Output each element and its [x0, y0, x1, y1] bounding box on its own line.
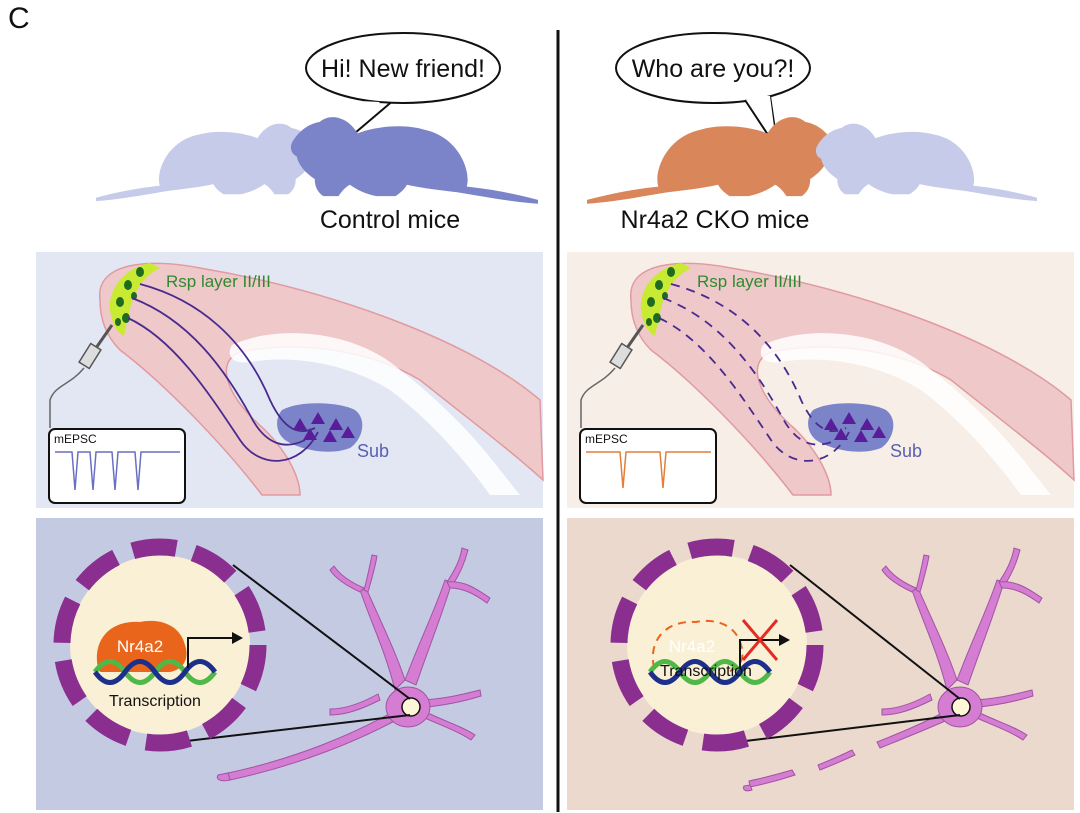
control-speech-bubble: Hi! New friend! — [305, 32, 501, 151]
control-trace-label: mEPSC — [54, 432, 97, 446]
cko-sub-label: Sub — [890, 441, 922, 461]
cko-mouse — [587, 117, 835, 204]
cko-sub-neurons — [824, 412, 886, 442]
control-ventricle — [229, 333, 520, 495]
control-ghost-mouse — [96, 123, 318, 202]
control-mice-label: Control mice — [320, 206, 460, 234]
cko-transcription-label: Transcription — [660, 663, 752, 680]
control-electrode — [49, 324, 114, 428]
cko-speech-bubble: Who are you?! — [615, 32, 811, 151]
control-zoom-line-top — [232, 564, 411, 700]
panel-letter: C — [8, 2, 30, 35]
cko-x-mark — [741, 619, 779, 661]
cko-electrode — [580, 324, 645, 428]
cko-dna-strand-blue — [647, 659, 773, 685]
cko-trace-box — [579, 428, 717, 504]
cko-arrowhead — [779, 634, 790, 646]
control-mouse — [290, 117, 538, 204]
control-speech-text: Hi! New friend! — [321, 55, 485, 83]
control-rsp-label: Rsp layer II/III — [166, 272, 271, 291]
cko-speech-text: Who are you?! — [632, 55, 795, 83]
cko-nucleus-marker — [951, 697, 971, 717]
control-nucleus-marker — [401, 697, 421, 717]
cko-axons — [658, 283, 850, 462]
control-nuclear-membrane — [53, 538, 267, 752]
cko-mice-label: Nr4a2 CKO mice — [621, 206, 810, 234]
cko-rsp-label: Rsp layer II/III — [697, 272, 802, 291]
control-axons — [127, 283, 319, 462]
control-dna-strand-blue — [92, 659, 218, 685]
control-transcription-arrow — [187, 637, 235, 668]
cko-ventricle — [760, 333, 1051, 495]
control-sub-label: Sub — [357, 441, 389, 461]
cko-neuron — [743, 547, 1043, 792]
control-group: Hi! New friend! Control mice Rsp layer I… — [36, 32, 544, 810]
control-rsp-neurons — [115, 267, 144, 326]
cko-trace-label: mEPSC — [585, 432, 628, 446]
control-sub-neurons — [293, 412, 355, 442]
control-transcription-label: Transcription — [109, 693, 201, 710]
control-nr4a2-label: Nr4a2 — [117, 637, 163, 656]
control-arrowhead — [232, 632, 243, 644]
control-trace — [55, 451, 180, 491]
cko-group: Who are you?! Nr4a2 CKO mice Rsp layer I… — [567, 32, 1075, 810]
control-sub-region — [277, 403, 363, 452]
cko-ghost-mouse — [815, 123, 1037, 202]
cko-trace — [586, 451, 711, 489]
cko-nuclear-membrane — [610, 538, 824, 752]
cko-nucleus-circle — [627, 555, 807, 735]
cko-zoom-line-top — [789, 564, 961, 700]
control-nr4a2-protein — [96, 620, 187, 672]
cko-zoom-line-bottom — [736, 714, 961, 743]
cko-sub-region — [808, 403, 894, 452]
cko-transcription-arrow — [739, 639, 782, 668]
control-zoom-line-bottom — [177, 714, 411, 743]
cko-nr4a2-label: Nr4a2 — [669, 637, 715, 656]
